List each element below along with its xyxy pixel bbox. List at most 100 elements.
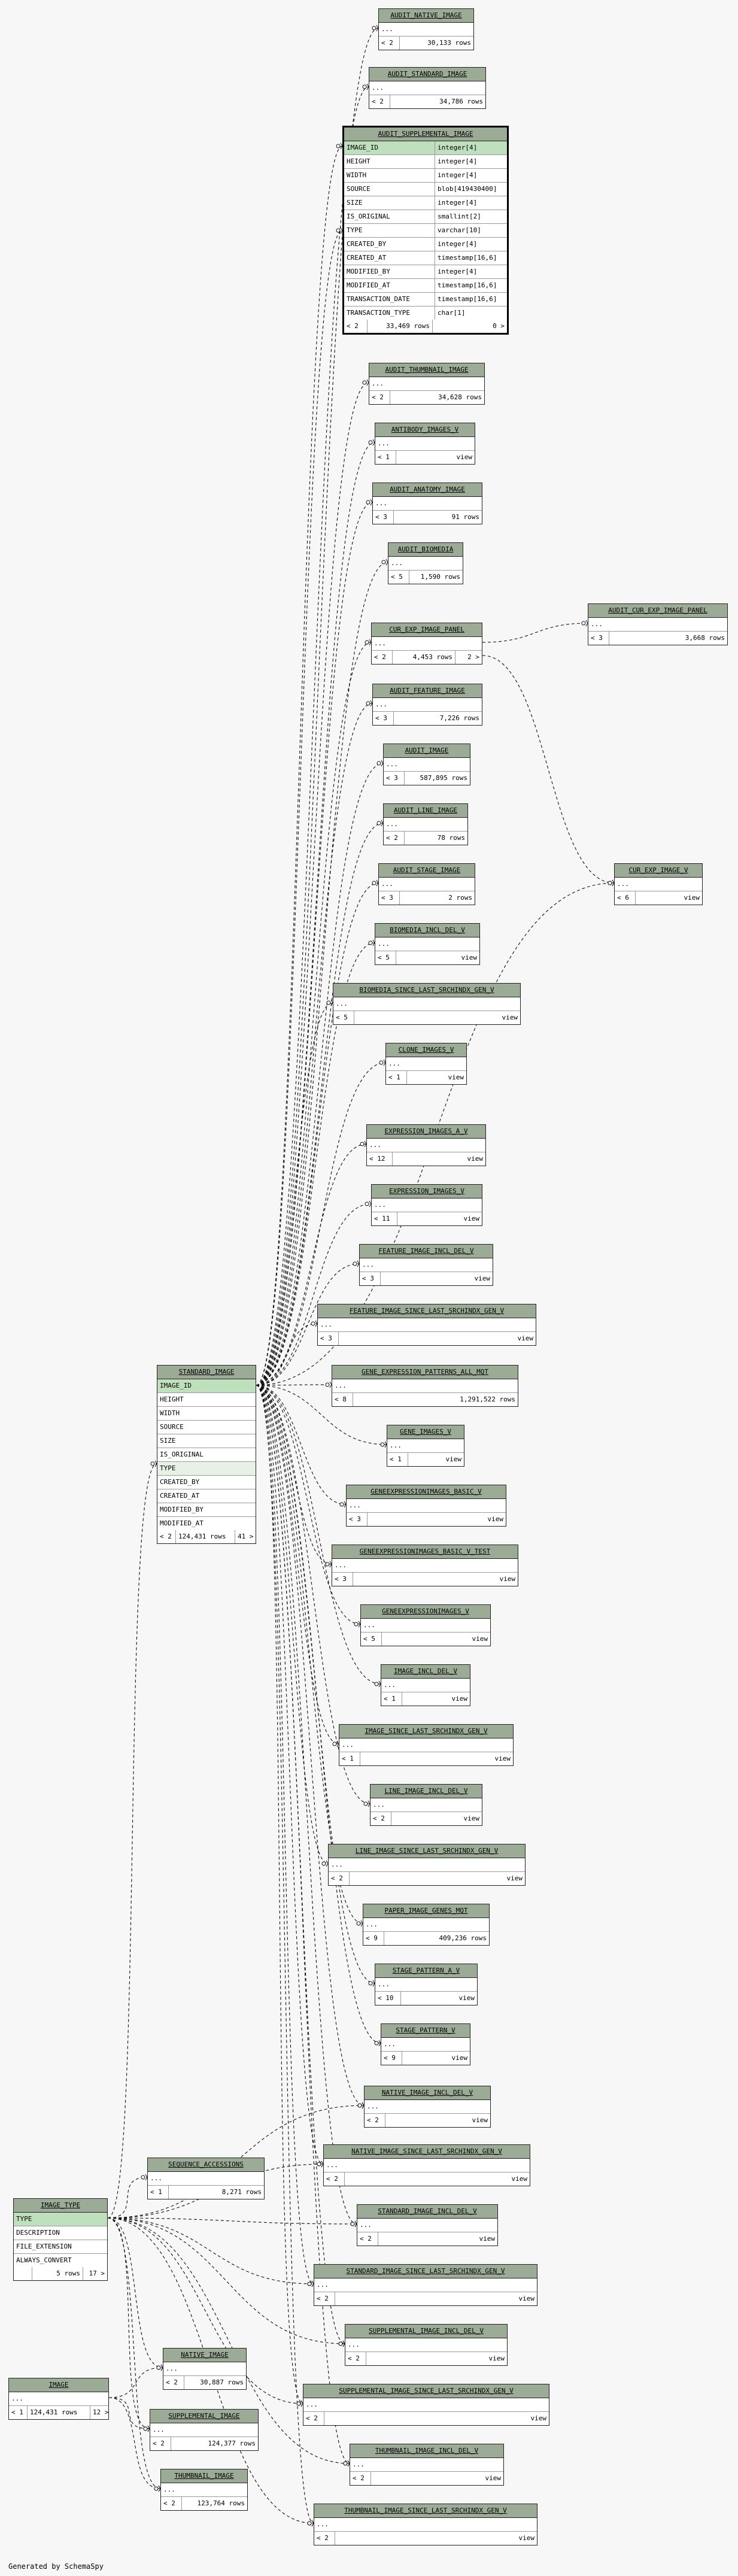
column-row: SIZE	[157, 1434, 256, 1448]
column-row: ...	[373, 698, 482, 712]
crowfoot-marker	[156, 2365, 161, 2370]
column-ellipsis: ...	[326, 2161, 338, 2169]
supplemental-image-since-table[interactable]: SUPPLEMENTAL_IMAGE_SINCE_LAST_SRCHINDX_G…	[303, 2384, 549, 2426]
table-title: IMAGE_TYPE	[14, 2199, 107, 2213]
column-row: ...	[367, 1139, 485, 1152]
edge-standard-image-to-stage_pattern_a_v	[256, 1385, 375, 1984]
column-ellipsis: ...	[388, 1060, 400, 1067]
row-count: view	[472, 1635, 488, 1643]
native-image-since-table[interactable]: NATIVE_IMAGE_SINCE_LAST_SRCHINDX_GEN_V..…	[323, 2144, 530, 2186]
row-count: view	[487, 1515, 504, 1523]
parent-count: < 1	[339, 1752, 360, 1765]
column-ellipsis: ...	[353, 2460, 365, 2468]
column-row: ...	[360, 1258, 493, 1272]
edge-image-type-to-sequence_accessions	[107, 2177, 148, 2219]
edge-standard-image-to-native_image_since	[256, 1385, 324, 2165]
column-row: ...	[365, 2100, 490, 2114]
standard-image-since-table[interactable]: STANDARD_IMAGE_SINCE_LAST_SRCHINDX_GEN_V…	[314, 2264, 537, 2306]
line-image-since-table[interactable]: LINE_IMAGE_SINCE_LAST_SRCHINDX_GEN_V...<…	[328, 1844, 526, 1886]
row-count: view	[451, 1695, 468, 1703]
parent-count: < 3	[373, 511, 394, 524]
column-type: integer[4]	[435, 155, 507, 168]
image-table[interactable]: IMAGE ... < 1 124,431 rows 12 >	[8, 2378, 109, 2420]
crowfoot-marker	[362, 380, 367, 385]
crowfoot-marker	[296, 2401, 301, 2406]
column-ellipsis: ...	[375, 499, 387, 507]
edge-standard-image-to-audit_anatomy_image	[256, 502, 373, 1386]
crowfoot-marker	[376, 821, 381, 826]
crowfoot-marker	[143, 2426, 148, 2431]
feature-image-since-table[interactable]: FEATURE_IMAGE_SINCE_LAST_SRCHINDX_GEN_V.…	[317, 1304, 536, 1346]
table-title: ANTIBODY_IMAGES_V	[375, 423, 475, 437]
column-row: ...	[332, 1379, 518, 1393]
column-name: TRANSACTION_TYPE	[347, 309, 410, 317]
thumbnail-image-since-table[interactable]: THUMBNAIL_IMAGE_SINCE_LAST_SRCHINDX_GEN_…	[314, 2504, 537, 2545]
column-type: integer[4]	[435, 196, 507, 210]
column-type: integer[4]	[435, 169, 507, 182]
table-title: IMAGE	[9, 2378, 108, 2392]
table-title: CUR_EXP_IMAGE_PANEL	[372, 623, 482, 637]
parent-count: < 2	[357, 2232, 378, 2246]
column-name: MODIFIED_AT	[347, 281, 390, 289]
column-ellipsis: ...	[374, 639, 386, 647]
column-ellipsis: ...	[384, 2040, 396, 2048]
edge-standard-image-to-stage_pattern_v	[256, 1385, 381, 2044]
column-ellipsis: ...	[375, 700, 387, 708]
row-count: view	[463, 1815, 480, 1822]
parent-count: < 9	[363, 1932, 384, 1945]
table-footer: < 2 33,469 rows 0 >	[344, 320, 507, 333]
biomedia-since-table[interactable]: BIOMEDIA_SINCE_LAST_SRCHINDX_GEN_V...< 5…	[333, 983, 521, 1025]
row-count: view	[499, 1575, 516, 1583]
column-ellipsis: ...	[381, 25, 393, 33]
column-ellipsis: ...	[335, 1561, 347, 1569]
row-count: view	[506, 1874, 523, 1882]
